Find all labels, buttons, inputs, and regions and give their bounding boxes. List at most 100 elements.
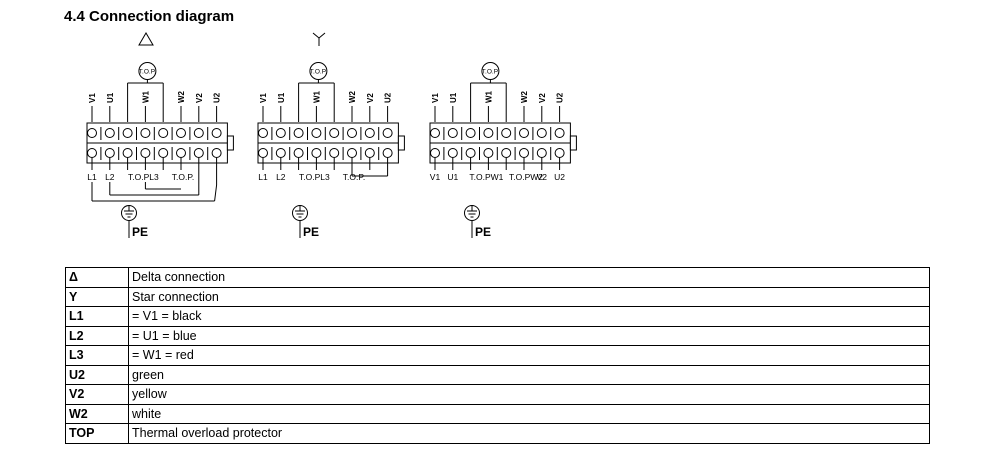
protector-label: T.O.P. [310,69,327,76]
legend-key: Y [65,286,129,307]
legend-value: Thermal overload protector [128,423,930,444]
terminal-screw-icon [329,148,340,158]
legend-key: V2 [65,384,129,405]
terminal-screw-icon [258,128,268,138]
legend-key: Δ [65,267,129,288]
terminal-screw-icon [483,128,494,138]
terminal-screw-icon [347,128,357,138]
ground-label: PE [475,225,491,239]
terminal-screw-icon [158,148,169,158]
terminal-screw-icon [275,128,286,138]
terminal-screw-icon [501,128,512,138]
pin-label-bottom: T.O.PW2 [509,172,543,182]
pin-label-top: U2 [384,92,393,103]
pin-label-bottom: L2 [276,172,286,182]
terminal-screw-icon [140,128,151,138]
legend-key: L1 [65,306,129,327]
terminal-screw-icon [519,148,529,158]
pin-label-bottom: U1 [447,172,458,182]
terminal-screw-icon [176,128,186,138]
terminal-screw-icon [87,128,97,138]
terminal-screw-icon [176,148,186,158]
pin-label-top: V1 [259,93,268,103]
legend-key: W2 [65,403,129,424]
terminal-screw-icon [465,148,476,158]
terminal-screw-icon [554,128,565,138]
terminal-screw-icon [447,148,458,158]
pin-label-bottom: T.O.PL3 [128,172,159,182]
terminal-screw-icon [293,128,304,138]
legend-value: yellow [128,384,930,405]
pin-label-top: W1 [312,90,321,103]
legend-row: L2= U1 = blue [65,325,930,346]
terminal-screw-icon [311,148,322,158]
pin-label-bottom: T.O.P. [343,172,366,182]
legend-key: TOP [65,423,129,444]
pin-label-top: W2 [520,90,529,103]
pin-label-bottom: L2 [105,172,115,182]
terminal-screw-icon [87,148,97,158]
legend-key: L3 [65,345,129,366]
terminal-screw-icon [364,148,375,158]
pin-label-top: V2 [538,93,547,103]
pin-label-top: W2 [177,90,186,103]
pin-label-top: V1 [88,93,97,103]
pin-label-bottom: V1 [430,172,441,182]
pin-label-top: W1 [141,90,150,103]
pin-label-bottom: T.O.PL3 [299,172,330,182]
terminal-screw-icon [211,128,222,138]
terminal-screw-icon [519,128,529,138]
terminal-screw-icon [536,128,547,138]
legend-row: L3= W1 = red [65,345,930,366]
legend-row: L1= V1 = black [65,306,930,327]
terminal-screw-icon [382,128,393,138]
terminal-screw-icon [211,148,222,158]
legend-value: white [128,403,930,424]
legend-value: = V1 = black [128,306,930,327]
terminal-screw-icon [554,148,565,158]
terminal-screw-icon [382,148,393,158]
terminal-screw-icon [347,148,357,158]
terminal-screw-icon [104,128,115,138]
legend-value: = U1 = blue [128,325,930,346]
pin-label-bottom: L1 [87,172,97,182]
legend-value: Delta connection [128,267,930,288]
terminal-screw-icon [447,128,458,138]
terminal-screw-icon [430,148,440,158]
terminal-screw-icon [329,128,340,138]
terminal-screw-icon [430,128,440,138]
protector-label: T.O.P. [139,69,156,76]
ground-label: PE [303,225,319,239]
ground-icon [292,205,308,221]
pin-label-top: U1 [106,92,115,103]
terminal-screw-icon [311,128,322,138]
legend-value: green [128,364,930,385]
pin-label-top: U1 [277,92,286,103]
terminal-screw-icon [122,148,133,158]
protector-label: T.O.P. [482,69,499,76]
legend-key: L2 [65,325,129,346]
legend-value: = W1 = red [128,345,930,366]
legend-value: Star connection [128,286,930,307]
pin-label-top: U2 [556,92,565,103]
terminal-screw-icon [193,128,204,138]
terminal-screw-icon [465,128,476,138]
pin-label-top: V1 [431,93,440,103]
legend-key: U2 [65,364,129,385]
pin-label-bottom: T.O.PW1 [469,172,503,182]
star-symbol-icon [312,32,326,46]
terminal-screw-icon [104,148,115,158]
ground-label: PE [132,225,148,239]
terminal-screw-icon [122,128,133,138]
delta-symbol-icon [138,32,154,46]
ground-icon [464,205,480,221]
